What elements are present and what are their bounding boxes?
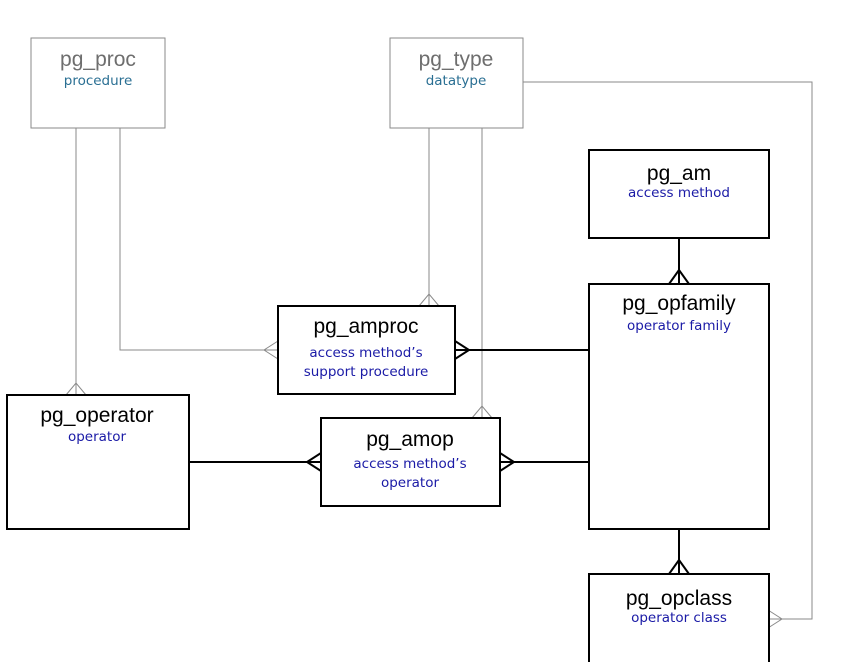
entity-box <box>30 37 166 129</box>
entity-box <box>389 37 524 129</box>
entity-pg-proc: pg_proc procedure <box>30 37 166 129</box>
entity-subtitle: operator family <box>627 318 731 334</box>
entity-box <box>588 149 770 239</box>
entity-title: pg_amproc <box>313 315 418 338</box>
entity-box <box>6 394 190 530</box>
entity-title: pg_operator <box>40 404 153 427</box>
entity-title: pg_opfamily <box>622 292 736 315</box>
entity-subtitle: datatype <box>426 73 487 89</box>
crow-foot-amop-from-opfamily <box>499 452 516 472</box>
crow-foot-opfamily-from-am <box>668 268 690 285</box>
entity-subtitle-line-2: support procedure <box>304 364 429 380</box>
entity-title: pg_amop <box>366 428 454 451</box>
entity-pg-operator: pg_operator operator <box>6 394 190 530</box>
entity-subtitle: access method <box>628 185 730 201</box>
crow-foot-opclass-from-opfamily <box>668 558 690 575</box>
entity-title: pg_proc <box>60 48 136 71</box>
entity-pg-opclass: pg_opclass operator class <box>588 573 770 662</box>
entity-title: pg_type <box>419 48 494 71</box>
rel-type-opclass <box>523 81 813 620</box>
entity-pg-type: pg_type datatype <box>389 37 524 129</box>
crow-foot-amproc-from-opfamily <box>454 340 471 360</box>
entity-pg-amproc: pg_amproc access method’s support proced… <box>277 305 456 395</box>
crow-foot-amop-from-operator <box>305 452 322 472</box>
entity-box <box>588 283 770 530</box>
entity-pg-opfamily: pg_opfamily operator family <box>588 283 770 530</box>
entity-box <box>320 417 501 507</box>
entity-pg-amop: pg_amop access method’s operator <box>320 417 501 507</box>
crow-foot-opclass-from-type <box>767 609 783 629</box>
rel-proc-amproc <box>119 128 278 351</box>
entity-box <box>277 305 456 395</box>
entity-box <box>588 573 770 662</box>
entity-pg-am: pg_am access method <box>588 149 770 239</box>
crow-foot-amproc-from-proc <box>263 340 279 360</box>
entity-title: pg_am <box>647 162 711 185</box>
entity-subtitle-line-1: access method’s <box>309 345 422 361</box>
entity-subtitle-line-1: access method’s <box>353 456 466 472</box>
faint-relationships <box>65 81 813 629</box>
entity-subtitle: procedure <box>64 73 133 89</box>
entity-title: pg_opclass <box>626 587 732 610</box>
entity-subtitle: operator class <box>631 610 727 626</box>
crow-foot-amop-from-type <box>471 405 493 419</box>
crow-foot-amproc-from-type <box>418 293 440 307</box>
crow-foot-operator-from-proc <box>65 382 87 396</box>
entity-subtitle-line-2: operator <box>381 475 440 491</box>
entity-subtitle: operator <box>68 429 127 445</box>
strong-relationships <box>189 238 690 575</box>
